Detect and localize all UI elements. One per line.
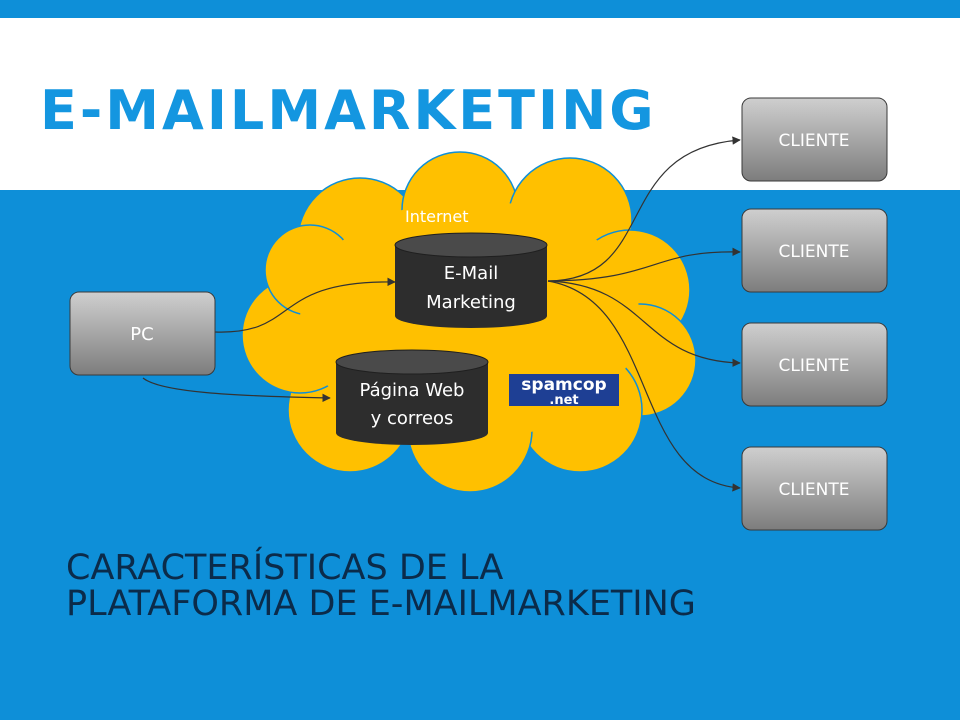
client-node-3: CLIENTE [741,322,888,407]
connector-email-to-client-2 [547,247,741,282]
spamcop-logo: spamcop .net [509,374,619,408]
connector-pc-to-email [214,277,396,333]
connector-pc-to-web [142,377,331,403]
client-node-1: CLIENTE [741,97,888,182]
email-db-label-line1: E-Mail [444,263,498,284]
slide-subtitle: CARACTERÍSTICAS DE LA PLATAFORMA DE E-MA… [66,550,926,622]
email-db-label-line2: Marketing [426,292,516,313]
connector-email-to-client-4 [547,280,741,492]
webpage-database: Página Web y correos [335,349,489,445]
connectors [142,136,741,492]
subtitle-line-1: CARACTERÍSTICAS DE LA [66,548,504,588]
client-label: CLIENTE [779,131,850,151]
client-label: CLIENTE [779,480,850,500]
slide-title: E-MAILMARKETING [40,79,657,142]
client-label: CLIENTE [779,242,850,262]
spamcop-logo-line1: spamcop [521,375,606,395]
cloud-label: Internet [405,207,469,226]
pc-node: PC [69,291,216,376]
email-marketing-database: E-Mail Marketing [394,232,548,328]
top-accent-bar [0,0,960,18]
client-label: CLIENTE [779,356,850,376]
connector-email-to-client-3 [547,280,741,367]
subtitle-line-2: PLATAFORMA DE E-MAILMARKETING [66,584,696,624]
client-node-4: CLIENTE [741,446,888,531]
pc-label: PC [130,324,153,345]
spamcop-logo-line2: .net [549,393,578,408]
connector-email-to-client-1 [547,136,741,282]
client-node-2: CLIENTE [741,208,888,293]
web-db-label-line2: y correos [371,408,454,429]
web-db-label-line1: Página Web [360,380,465,401]
